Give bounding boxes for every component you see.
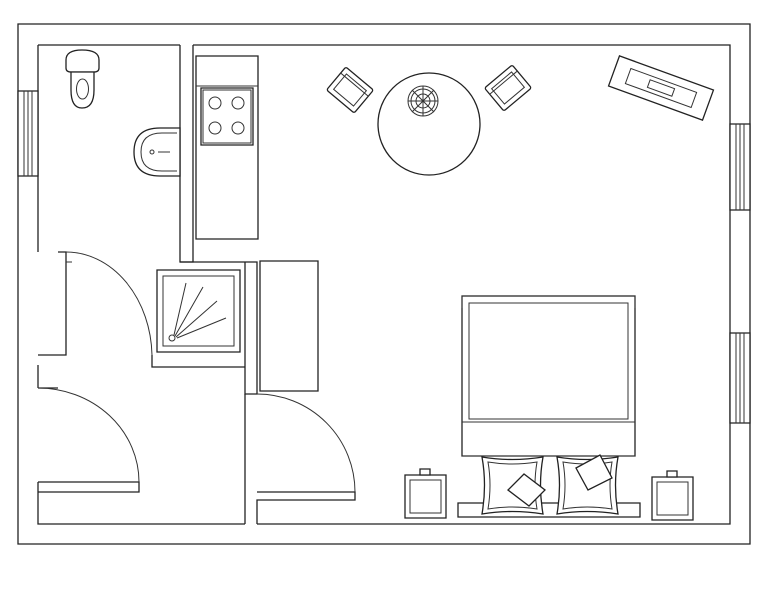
chair-right <box>485 65 532 111</box>
shower <box>157 270 240 352</box>
room-door <box>257 394 355 492</box>
window-left <box>18 91 38 176</box>
exterior-walls <box>18 24 750 544</box>
flower-vase-icon <box>408 86 438 116</box>
pillow-left <box>482 457 545 514</box>
toilet <box>66 50 99 108</box>
chair-left <box>327 67 374 113</box>
wardrobe <box>260 261 318 391</box>
pillow-right <box>557 455 618 514</box>
nightstand-left <box>405 469 446 518</box>
round-table <box>378 73 480 175</box>
double-bed <box>458 296 640 517</box>
interior-walls <box>38 45 355 524</box>
cooktop <box>201 88 253 145</box>
window-right-upper <box>730 124 750 210</box>
kitchen-counter <box>196 56 258 239</box>
bathroom-door <box>66 252 152 355</box>
desk <box>609 56 714 120</box>
entrance-door <box>38 388 139 482</box>
window-right-lower <box>730 333 750 423</box>
sink <box>134 128 180 176</box>
nightstand-right <box>652 471 693 520</box>
